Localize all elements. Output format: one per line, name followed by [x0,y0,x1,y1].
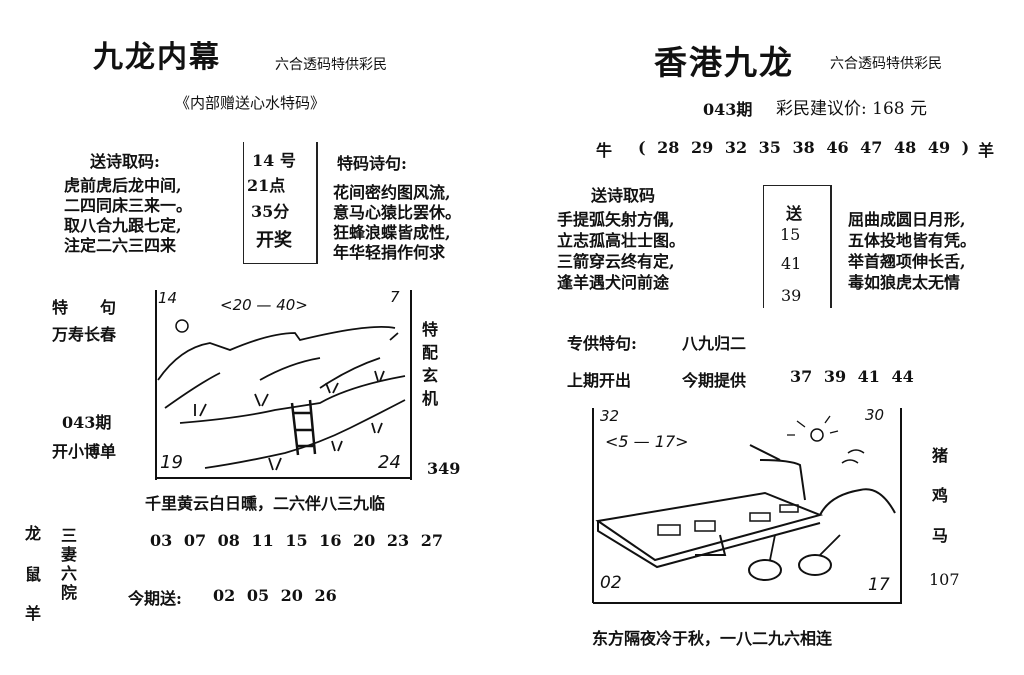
last-label: 上期开出 [567,371,632,390]
poem-line: 虎前虎后龙中间, [64,176,182,195]
offer-numbers: 37 39 41 44 [790,367,914,386]
left-poem: 虎前虎后龙中间, 二四同床三来一。 取八合九跟七定, 注定二六三四来 [64,176,192,256]
zodiac: 鼠 [25,565,42,584]
right-title: 香港九龙 [654,43,794,82]
draw-time-line: 开奖 [256,230,292,251]
right-poem-label: 送诗取码 [591,186,656,205]
sketch-number: 7 [390,288,400,306]
sketch-range: <20 — 40> [220,296,308,314]
draw-time-line: 14 号 [252,151,296,170]
draw-time-box [243,142,318,264]
right-numbers: ( 28 29 32 35 38 46 47 48 49 ) [638,138,970,157]
offer-label: 今期提供 [682,371,747,390]
poem-line: 取八合九跟七定, [64,216,182,235]
poem-line: 花间密约图风流, [333,183,451,202]
poem-line: 狂蜂浪蝶皆成性, [333,223,451,242]
zodiac: 羊 [978,141,995,160]
poem-line: 举首翘项伸长舌, [848,252,966,271]
gift-label: 今期送: [128,589,182,608]
right-sketch [592,408,902,604]
poem-line: 手提弧矢射方偶, [557,210,675,229]
special-poem: 花间密约图风流, 意马心猿比罢休。 狂蜂浪蝶皆成性, 年华轻捐作何求 [333,183,461,263]
special-label: 专供特句: [567,334,637,353]
special-phrase: 万寿长春 [52,325,117,344]
sketch-number: 24 [378,452,401,473]
special-value: 八九归二 [682,334,747,353]
poem-line: 屈曲成圆日月形, [848,210,966,229]
zodiac: 龙 [25,524,42,543]
left-poem-label: 送诗取码: [90,152,160,171]
bet-tip: 开小博单 [52,442,117,461]
draw-time-line: 35分 [251,202,290,221]
poem-line: 二四同床三来一。 [64,196,193,215]
left-verse: 千里黄云白日曛，二六伴八三九临 [145,494,386,513]
left-subtitle: 六合透码特供彩民 [275,57,387,73]
left-issue: 043期 [62,413,112,432]
gift-box-number: 39 [781,286,802,305]
poem-line: 五体投地皆有凭。 [848,231,977,250]
phrase-vertical: 三妻六院 [60,526,77,602]
gift-box-number: 41 [781,254,802,273]
sketch-number: 30 [865,406,885,424]
gift-box-label: 送 [786,204,803,223]
zodiac: 马 [932,526,949,545]
gift-box [763,185,832,308]
sketch-number: 19 [160,452,183,473]
zodiac: 鸡 [932,486,949,505]
poem-line: 意马心猿比罢休。 [333,203,462,222]
sketch-number: 17 [868,575,890,595]
side-number: 349 [427,459,461,478]
sketch-range: <5 — 17> [605,432,689,451]
sketch-number: 14 [158,289,178,307]
zodiac: 牛 [596,141,613,160]
right-poem-right: 屈曲成圆日月形, 五体投地皆有凭。 举首翘项伸长舌, 毒如狼虎太无情 [848,209,976,293]
side-number: 107 [929,570,960,589]
poem-line: 毒如狼虎太无情 [848,273,961,292]
poem-line: 年华轻捐作何求 [333,243,446,262]
poem-line: 注定二六三四来 [64,236,177,255]
left-banner: 《内部赠送心水特码》 [175,94,326,112]
left-sketch [155,290,412,480]
special-phrase-label: 特 句 [52,298,117,317]
left-numbers: 03 07 08 11 15 16 20 23 27 [150,531,443,550]
zodiac: 猪 [932,446,949,465]
right-poem-left: 手提弧矢射方偶, 立志孤高壮士图。 三箭穿云终有定, 逢羊遇犬问前途 [557,209,685,293]
right-verse: 东方隔夜冷于秋，一八二九六相连 [592,629,833,648]
sketch-number: 32 [600,407,620,425]
poem-line: 三箭穿云终有定, [557,252,675,271]
poem-line: 立志孤高壮士图。 [557,231,686,250]
draw-time-line: 21点 [247,176,286,195]
zodiac: 羊 [25,604,42,623]
price: 彩民建议价: 168 元 [776,99,927,119]
right-issue: 043期 [703,100,753,119]
side-vertical-text: 特配玄机 [421,320,438,408]
right-subtitle: 六合透码特供彩民 [830,56,942,72]
gift-numbers: 02 05 20 26 [213,586,337,605]
poem-line: 逢羊遇犬问前途 [557,273,670,292]
left-title: 九龙内幕 [93,40,221,75]
special-poem-label: 特码诗句: [337,154,407,173]
sketch-number: 02 [600,573,622,593]
gift-box-number: 15 [780,225,801,244]
